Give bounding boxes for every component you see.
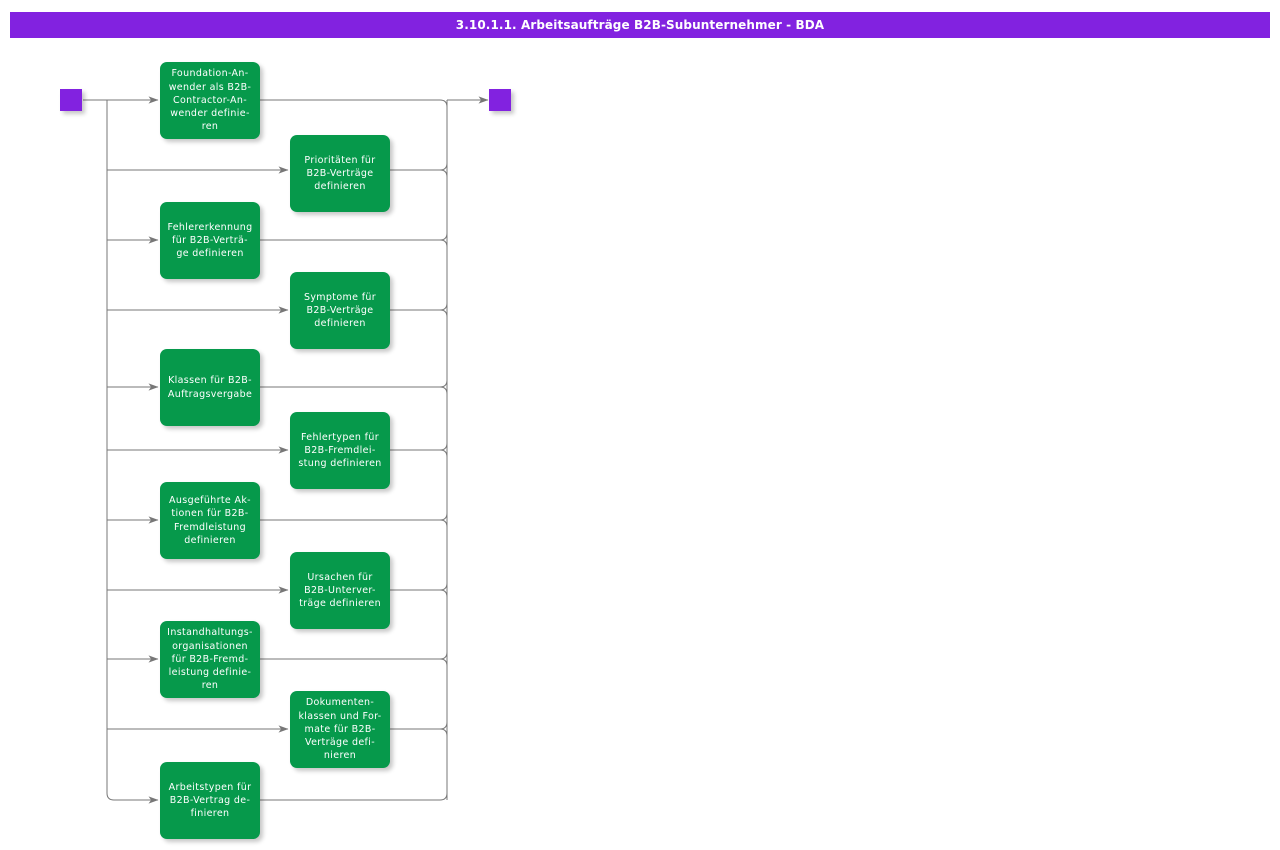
process-node-label: Ursachen für B2B-Unterver- träge definie…	[299, 571, 381, 610]
process-node-foundation-anwender[interactable]: Foundation-An- wender als B2B- Contracto…	[160, 62, 260, 139]
process-node-ursachen[interactable]: Ursachen für B2B-Unterver- träge definie…	[290, 552, 390, 629]
process-node-label: Instandhaltungs- organisationen für B2B-…	[167, 627, 253, 692]
process-node-label: Dokumenten- klassen und For- mate für B2…	[298, 697, 382, 762]
process-node-prioritaeten[interactable]: Prioritäten für B2B-Verträge definieren	[290, 135, 390, 212]
process-node-label: Klassen für B2B- Auftragsvergabe	[167, 375, 253, 400]
process-node-label: Ausgeführte Ak- tionen für B2B- Fremdlei…	[169, 494, 251, 546]
process-node-arbeitstypen[interactable]: Arbeitstypen für B2B-Vertrag de- finiere…	[160, 762, 260, 839]
process-node-ausgefuehrte-aktionen[interactable]: Ausgeführte Ak- tionen für B2B- Fremdlei…	[160, 482, 260, 559]
process-node-label: Prioritäten für B2B-Verträge definieren	[304, 154, 376, 193]
process-node-fehlererkennung[interactable]: Fehlererkennung für B2B-Verträ- ge defin…	[160, 202, 260, 279]
process-node-label: Fehlertypen für B2B-Fremdlei- stung defi…	[298, 431, 382, 470]
end-node[interactable]	[489, 89, 511, 111]
process-node-instandhaltungsorganisationen[interactable]: Instandhaltungs- organisationen für B2B-…	[160, 621, 260, 698]
process-node-label: Foundation-An- wender als B2B- Contracto…	[168, 68, 252, 133]
process-node-dokumentenklassen[interactable]: Dokumenten- klassen und For- mate für B2…	[290, 691, 390, 768]
process-node-label: Symptome für B2B-Verträge definieren	[303, 291, 377, 330]
page-title: 3.10.1.1. Arbeitsaufträge B2B-Subunterne…	[455, 18, 825, 32]
process-node-label: Fehlererkennung für B2B-Verträ- ge defin…	[167, 221, 253, 260]
process-node-klassen[interactable]: Klassen für B2B- Auftragsvergabe	[160, 349, 260, 426]
title-bar: 3.10.1.1. Arbeitsaufträge B2B-Subunterne…	[10, 12, 1270, 38]
process-node-fehlertypen[interactable]: Fehlertypen für B2B-Fremdlei- stung defi…	[290, 412, 390, 489]
process-node-label: Arbeitstypen für B2B-Vertrag de- finiere…	[168, 781, 252, 820]
start-node[interactable]	[60, 89, 82, 111]
process-node-symptome[interactable]: Symptome für B2B-Verträge definieren	[290, 272, 390, 349]
